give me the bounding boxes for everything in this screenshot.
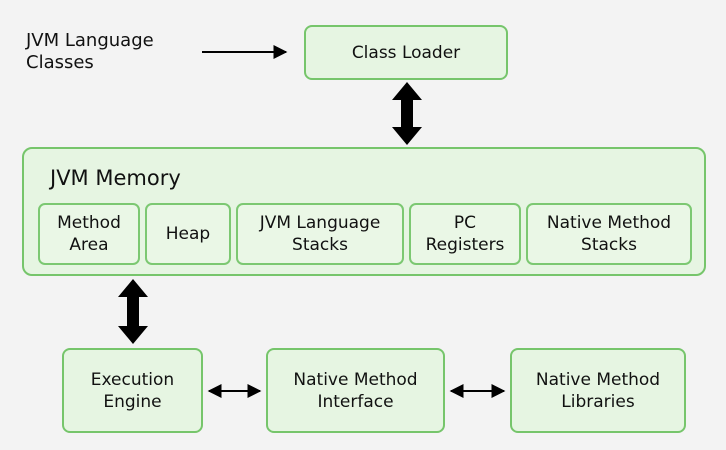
heap-label: Heap bbox=[165, 224, 211, 244]
pc-registers-label: PC Registers bbox=[425, 213, 505, 255]
jvm-language-stacks-box: JVM Language Stacks bbox=[236, 203, 404, 265]
native-method-libraries-box: Native Method Libraries bbox=[510, 348, 686, 433]
execution-engine-label: Execution Engine bbox=[90, 369, 175, 412]
native-method-interface-label: Native Method Interface bbox=[293, 369, 418, 412]
native-method-interface-box: Native Method Interface bbox=[266, 348, 445, 433]
jvm-memory-title: JVM Memory bbox=[50, 166, 181, 190]
method-area-label: Method Area bbox=[57, 213, 121, 255]
class-loader-label: Class Loader bbox=[351, 42, 461, 63]
native-method-libraries-label: Native Method Libraries bbox=[535, 369, 661, 412]
loader-memory-double-arrow bbox=[392, 82, 422, 145]
native-method-stacks-box: Native Method Stacks bbox=[526, 203, 692, 265]
method-area-box: Method Area bbox=[38, 203, 140, 265]
execution-engine-box: Execution Engine bbox=[62, 348, 203, 433]
jvm-language-classes-label: JVM Language Classes bbox=[26, 30, 154, 73]
class-loader-box: Class Loader bbox=[304, 25, 508, 80]
jvm-language-stacks-label: JVM Language Stacks bbox=[259, 213, 381, 255]
jvm-memory-box: JVM Memory Method Area Heap JVM Language… bbox=[22, 147, 706, 276]
pc-registers-box: PC Registers bbox=[409, 203, 521, 265]
memory-engine-double-arrow bbox=[118, 279, 148, 344]
heap-box: Heap bbox=[145, 203, 231, 265]
native-method-stacks-label: Native Method Stacks bbox=[546, 213, 672, 255]
